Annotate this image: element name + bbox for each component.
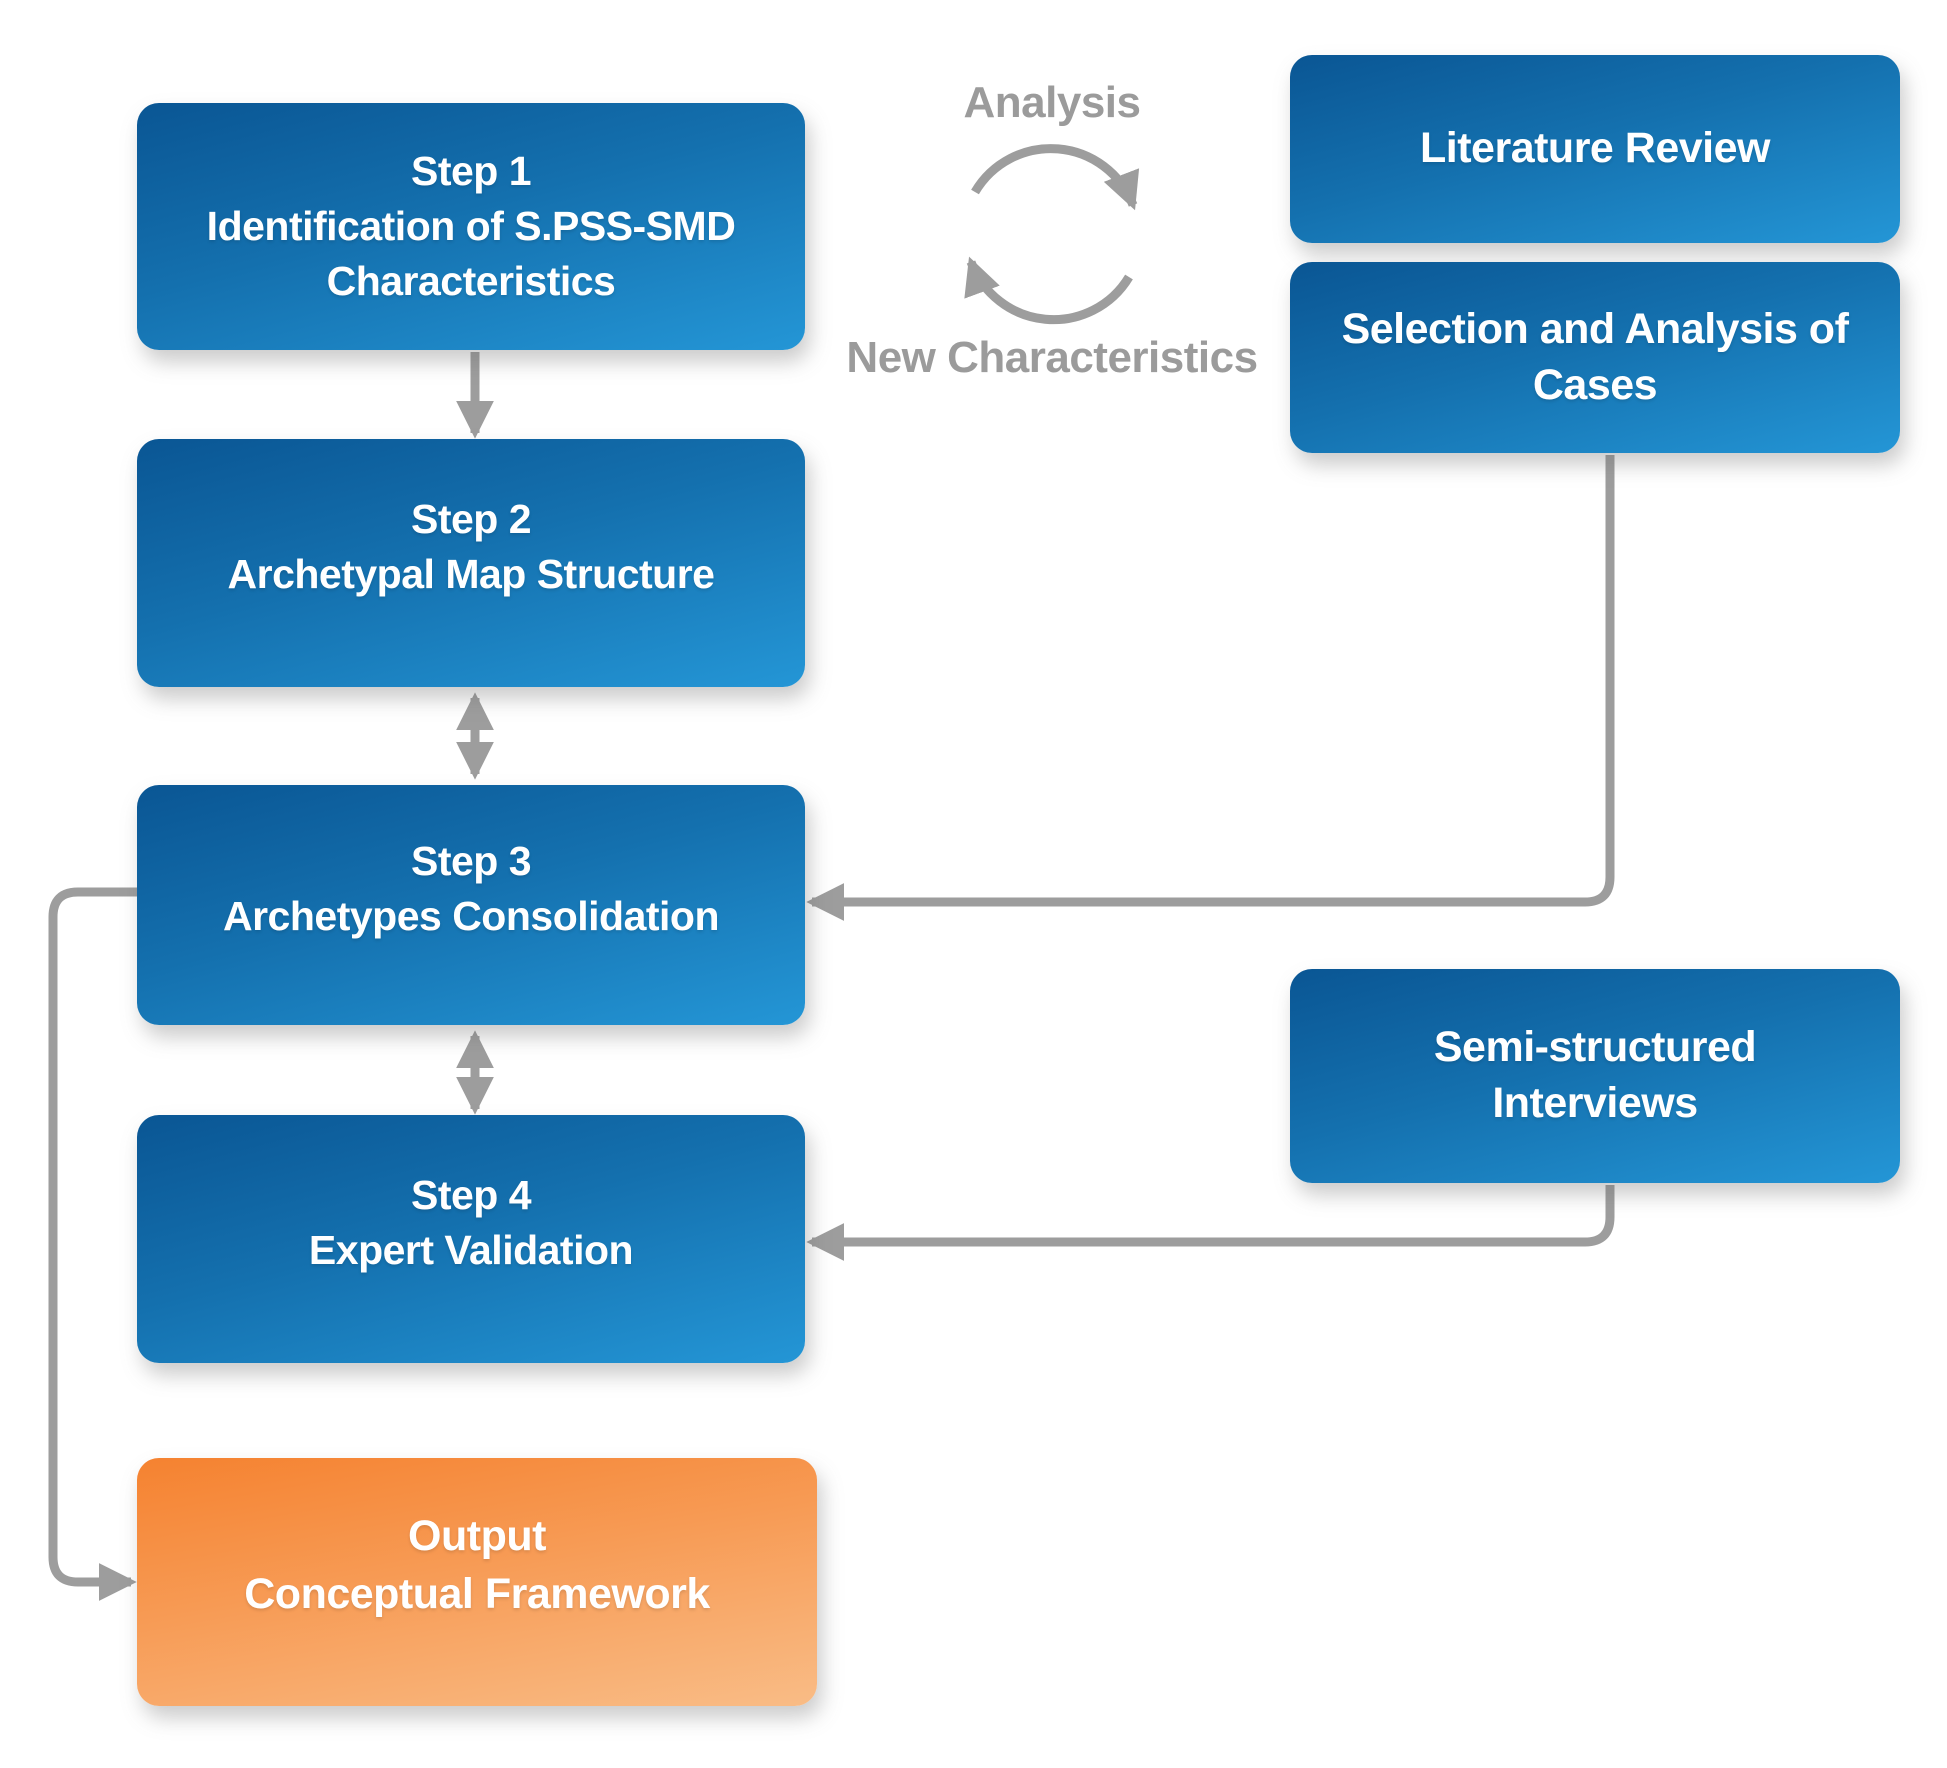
case-selection-box: Selection and Analysis of Cases bbox=[1290, 262, 1900, 453]
interviews-box: Semi-structured Interviews bbox=[1290, 969, 1900, 1183]
step4-line: Expert Validation bbox=[308, 1227, 634, 1273]
literature-review-line: Literature Review bbox=[1420, 124, 1770, 173]
interviews-line: Interviews bbox=[1492, 1079, 1698, 1127]
output-line: Conceptual Framework bbox=[244, 1570, 710, 1618]
arrow-step3-output bbox=[48, 887, 137, 1601]
case-selection-line: Selection and Analysis of bbox=[1341, 304, 1849, 353]
step1-line: Identification of S.PSS-SMD bbox=[206, 203, 736, 250]
output-box: Output Conceptual Framework bbox=[137, 1458, 817, 1706]
output-title: Output bbox=[408, 1512, 546, 1561]
step3-title: Step 3 bbox=[410, 838, 532, 885]
interviews-line: Semi-structured bbox=[1433, 1023, 1757, 1072]
arrow-interviews-step4 bbox=[806, 1185, 1615, 1261]
interviews-text: Semi-structured Interviews bbox=[1433, 1020, 1757, 1132]
case-selection-line: Cases bbox=[1532, 360, 1658, 409]
step4-title: Step 4 bbox=[410, 1172, 532, 1219]
step3-line: Archetypes Consolidation bbox=[222, 893, 720, 939]
cycle-analysis-label: Analysis bbox=[963, 78, 1141, 127]
iteration-cycle-icon bbox=[964, 144, 1140, 325]
step2-box: Step 2 Archetypal Map Structure bbox=[137, 439, 805, 687]
step1-title: Step 1 bbox=[410, 148, 532, 195]
cycle-new-characteristics-label: New Characteristics bbox=[846, 333, 1258, 382]
step2-text: Step 2 Archetypal Map Structure bbox=[228, 492, 715, 602]
step3-text: Step 3 Archetypes Consolidation bbox=[222, 834, 720, 944]
literature-review-box: Literature Review bbox=[1290, 55, 1900, 243]
case-selection-text: Selection and Analysis of Cases bbox=[1342, 302, 1849, 414]
step1-box: Step 1 Identification of S.PSS-SMD Chara… bbox=[137, 103, 805, 350]
step2-line: Archetypal Map Structure bbox=[227, 551, 715, 597]
step1-line: Characteristics bbox=[326, 257, 616, 304]
step4-box: Step 4 Expert Validation bbox=[137, 1115, 805, 1363]
literature-review-text: Literature Review bbox=[1420, 121, 1770, 177]
cycle-top-arc-icon bbox=[971, 144, 1140, 211]
output-text: Output Conceptual Framework bbox=[244, 1508, 710, 1623]
arrow-cases-step3 bbox=[806, 455, 1615, 921]
cycle-bottom-arc-icon bbox=[964, 256, 1133, 325]
step2-title: Step 2 bbox=[410, 496, 532, 543]
step3-box: Step 3 Archetypes Consolidation bbox=[137, 785, 805, 1025]
step4-text: Step 4 Expert Validation bbox=[308, 1168, 634, 1278]
step1-text: Step 1 Identification of S.PSS-SMD Chara… bbox=[207, 144, 736, 309]
